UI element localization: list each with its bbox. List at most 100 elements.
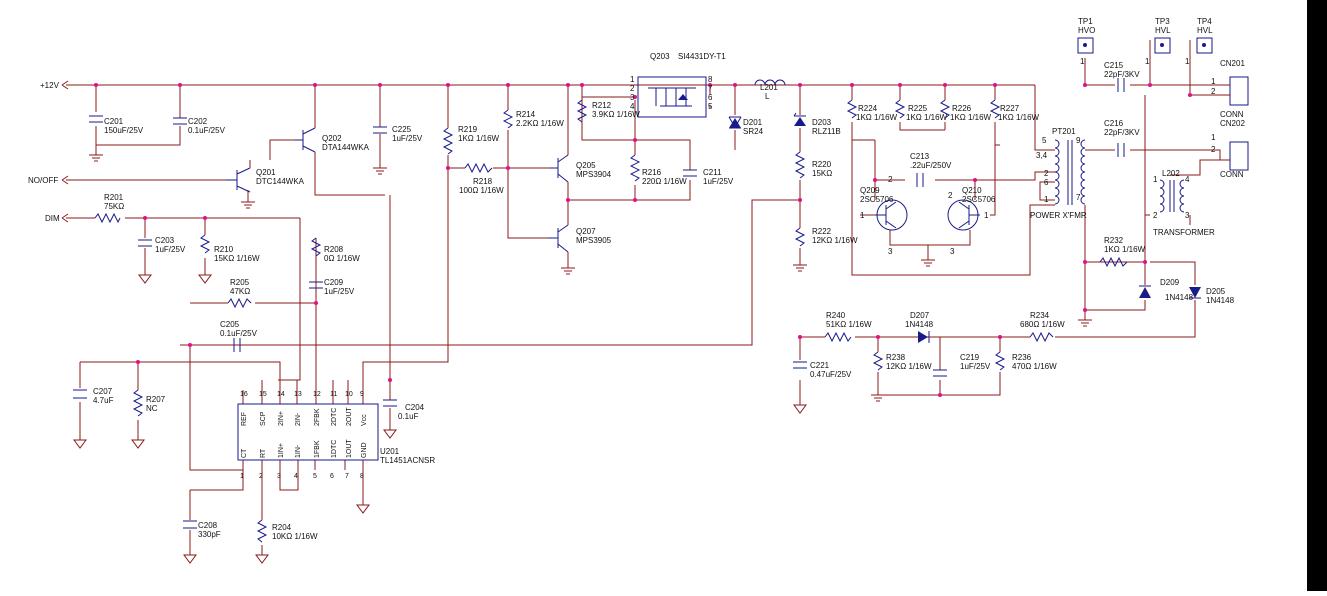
u201-bottom-pin-number: 3 <box>277 473 281 480</box>
u201-bottom-pin-number: 2 <box>259 473 263 480</box>
r216-ref: R216 <box>642 168 662 177</box>
d207-value: 1N4148 <box>905 320 934 329</box>
u201-top-pin-number: 11 <box>330 391 337 398</box>
r205-ref: R205 <box>230 278 250 287</box>
u201-top-pin-number: 9 <box>360 391 364 398</box>
pt201-value: POWER X'FMR <box>1030 211 1087 220</box>
u201-bottom-pin-name: 1DTC <box>331 440 338 458</box>
r212-ref: R212 <box>592 101 612 110</box>
q210-ref: Q210 <box>962 186 982 195</box>
r222-ref: R222 <box>812 227 832 236</box>
u201-top-pin-name: 2IN- <box>295 412 302 426</box>
l202-pin-1: 1 <box>1153 175 1158 184</box>
u201-bottom-pin-number: 1 <box>240 473 244 480</box>
l202-value: TRANSFORMER <box>1153 228 1215 237</box>
c204-value: 0.1uF <box>398 412 419 421</box>
pt201-pin-5: 5 <box>1042 136 1047 145</box>
u201-top-pin-name: Vcc <box>361 414 368 426</box>
q209-ref: Q209 <box>860 186 880 195</box>
tp4-value: HVL <box>1197 26 1213 35</box>
c208-ref: C208 <box>198 521 218 530</box>
u201-bottom-pin-name: 1OUT <box>346 439 353 458</box>
net-12v-label: +12V <box>40 81 60 90</box>
cn202-value: CONN <box>1220 170 1244 179</box>
u201-top-pin-number: 16 <box>240 391 248 398</box>
u201-bottom-pin-number: 4 <box>294 473 298 480</box>
c219-ref: C219 <box>960 353 980 362</box>
c211-value: 1uF/25V <box>703 177 734 186</box>
d205-value: 1N4148 <box>1206 296 1235 305</box>
r236-value: 470Ω 1/16W <box>1012 362 1057 371</box>
q203-pin-2: 2 <box>630 84 635 93</box>
c205-ref: C205 <box>220 320 240 329</box>
r216-value: 220Ω 1/16W <box>642 177 687 186</box>
tp1-value: HVO <box>1078 26 1095 35</box>
l202-pin-3: 3 <box>1185 211 1190 220</box>
r210-ref: R210 <box>214 245 234 254</box>
r234-ref: R234 <box>1030 311 1050 320</box>
c203-ref: C203 <box>155 236 175 245</box>
c213-value: .22uF/250V <box>910 161 952 170</box>
c207-value: 4.7uF <box>93 396 114 405</box>
cn202-ref: CN202 <box>1220 119 1245 128</box>
u201-top-pin-name: 2DTC <box>331 408 338 426</box>
u201-bottom-pin-number: 6 <box>330 473 334 480</box>
q207-value: MPS3905 <box>576 236 612 245</box>
r219-value: 1KΩ 1/16W <box>458 134 500 143</box>
c221-value: 0.47uF/25V <box>810 370 852 379</box>
q210-pin-2: 2 <box>948 191 953 200</box>
r226-ref: R226 <box>952 104 972 113</box>
q201-value: DTC144WKA <box>256 177 305 186</box>
d209-ref: D209 <box>1160 278 1180 287</box>
c209-ref: C209 <box>324 278 344 287</box>
q203-pin-5: 5 <box>708 102 713 111</box>
q203-pin-1: 1 <box>630 75 635 84</box>
q209-value: 2SC5706 <box>860 195 894 204</box>
r238-value: 12KΩ 1/16W <box>886 362 932 371</box>
q203-pin-4: 4 <box>630 102 635 111</box>
q209-pin-3: 3 <box>888 247 893 256</box>
u201-bottom-pin-name: CT <box>241 448 248 458</box>
r210-value: 15KΩ 1/16W <box>214 254 260 263</box>
cn201-value: CONN <box>1220 110 1244 119</box>
tp3-ref: TP3 <box>1155 17 1170 26</box>
component-symbols <box>73 37 1249 543</box>
r208-value: 0Ω 1/16W <box>324 254 360 263</box>
c201-value: 150uF/25V <box>104 126 144 135</box>
r207-value: NC <box>146 404 158 413</box>
c213-ref: C213 <box>910 152 930 161</box>
r226-value: 1KΩ 1/16W <box>950 113 992 122</box>
pt201-pin-7: 7 <box>1076 193 1081 202</box>
c204-ref: C204 <box>405 403 425 412</box>
tp1-ref: TP1 <box>1078 17 1093 26</box>
r234-value: 680Ω 1/16W <box>1020 320 1065 329</box>
net-dim-label: DIM <box>45 214 60 223</box>
u201-bottom-pin-name: 1FBK <box>314 440 321 458</box>
c225-value: 1uF/25V <box>392 134 423 143</box>
pt201-ref: PT201 <box>1052 127 1076 136</box>
u201-top-pin-name: REF <box>241 412 248 426</box>
c219-value: 1uF/25V <box>960 362 991 371</box>
pin-numbers: 1 2 3 4 8 7 6 5 5 3,4 2 6 1 9 7 1 2 1 2 … <box>630 57 1216 256</box>
q205-value: MPS3904 <box>576 170 612 179</box>
c216-ref: C216 <box>1104 119 1124 128</box>
r227-ref: R227 <box>1000 104 1020 113</box>
u201-pins: 16REF15SCP142IN+132IN-122FBK112DTC102OUT… <box>240 391 368 480</box>
wires <box>66 40 1230 555</box>
u201-bottom-pin-name: 1IN+ <box>278 443 285 458</box>
u201-bottom-pin-number: 5 <box>313 473 317 480</box>
u201-bottom-pin-name: 1IN- <box>295 444 302 458</box>
d201-ref: D201 <box>743 118 763 127</box>
r220-ref: R220 <box>812 160 832 169</box>
r225-value: 1KΩ 1/16W <box>906 113 948 122</box>
r232-value: 1KΩ 1/16W <box>1104 245 1146 254</box>
tp1-pin: 1 <box>1080 57 1085 66</box>
c207-ref: C207 <box>93 387 113 396</box>
r204-ref: R204 <box>272 523 292 532</box>
q203-pin-8: 8 <box>708 75 713 84</box>
q203-value: SI4431DY-T1 <box>678 52 726 61</box>
c221-ref: C221 <box>810 361 830 370</box>
c203-value: 1uF/25V <box>155 245 186 254</box>
tp4-pin: 1 <box>1185 57 1190 66</box>
q209-pin-1: 1 <box>860 211 865 220</box>
